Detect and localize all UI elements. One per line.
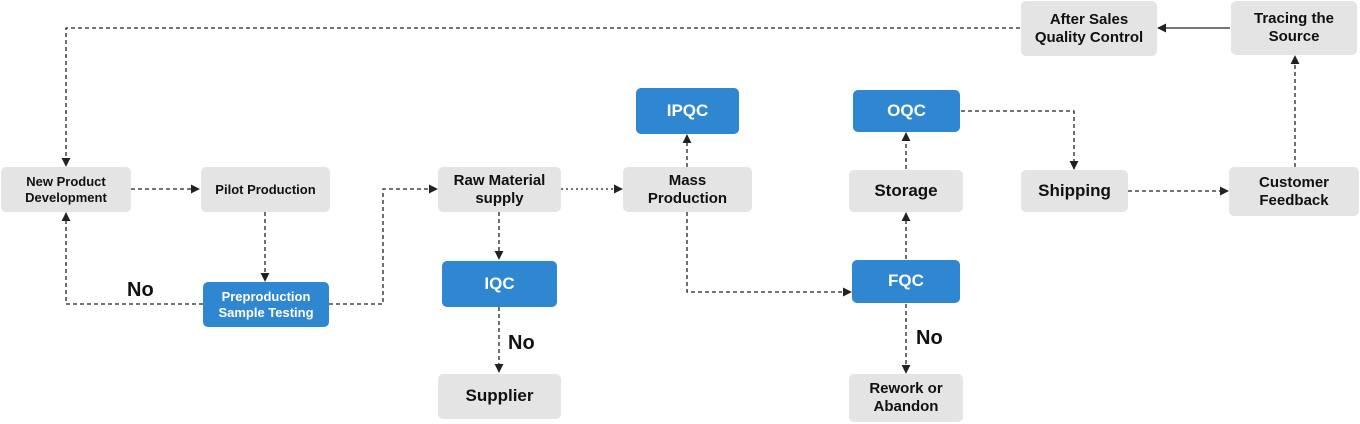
node-iqc: IQC bbox=[442, 261, 557, 307]
node-preproduction-sample-testing: Preproduction Sample Testing bbox=[203, 282, 329, 327]
node-fqc: FQC bbox=[852, 260, 960, 303]
arrow-testing-no-to-npd bbox=[61, 212, 203, 305]
arrow-after-sales-to-npd bbox=[61, 27, 1020, 167]
node-new-product-development: New Product Development bbox=[1, 167, 131, 212]
node-storage: Storage bbox=[849, 170, 963, 212]
node-supplier: Supplier bbox=[438, 374, 561, 419]
node-customer-feedback: Customer Feedback bbox=[1229, 167, 1359, 216]
label-no-iqc: No bbox=[508, 332, 535, 354]
arrow-mass-production-to-fqc bbox=[686, 212, 852, 297]
arrow-testing-to-raw-material bbox=[329, 184, 438, 305]
node-oqc: OQC bbox=[853, 90, 960, 132]
arrow-oqc-to-shipping bbox=[961, 110, 1079, 170]
label-no-testing: No bbox=[127, 279, 154, 301]
node-shipping: Shipping bbox=[1021, 170, 1128, 212]
label-no-fqc: No bbox=[916, 327, 943, 349]
node-rework-or-abandon: Rework or Abandon bbox=[849, 374, 963, 422]
node-pilot-production: Pilot Production bbox=[201, 167, 330, 212]
node-mass-production: Mass Production bbox=[623, 167, 752, 212]
node-after-sales-quality-control: After Sales Quality Control bbox=[1021, 1, 1157, 56]
node-ipqc: IPQC bbox=[636, 88, 739, 134]
node-tracing-the-source: Tracing the Source bbox=[1231, 1, 1357, 55]
node-raw-material-supply: Raw Material supply bbox=[438, 167, 561, 212]
